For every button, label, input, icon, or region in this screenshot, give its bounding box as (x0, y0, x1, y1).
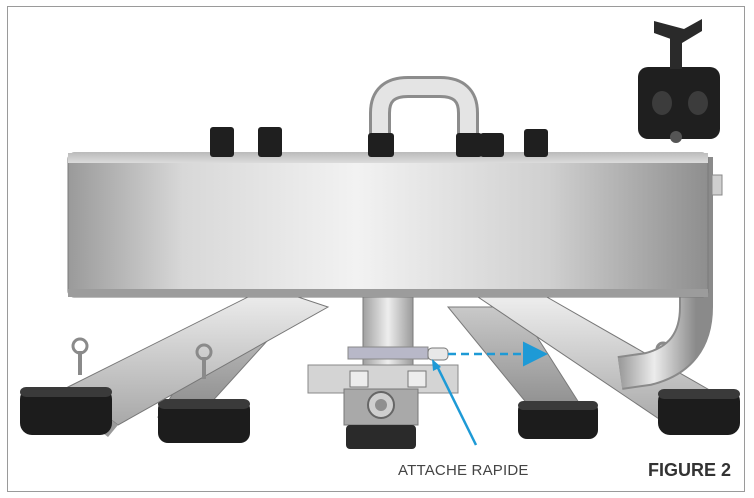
figure-caption: FIGURE 2 (648, 460, 732, 480)
u-handle-icon (368, 76, 482, 157)
side-pipe (617, 157, 723, 390)
top-knobs (210, 127, 548, 157)
leg-front-left (20, 286, 330, 437)
top-knob-4 (524, 129, 548, 157)
equipment-illustration (20, 19, 740, 449)
top-knob-1 (210, 127, 234, 157)
callout-leader-line (434, 363, 478, 446)
center-post (307, 296, 459, 449)
rubber-foot-back-right (518, 401, 598, 439)
leg-back-right (446, 306, 598, 439)
top-knob-3 (480, 133, 504, 157)
clamp-knob-icon (638, 19, 720, 143)
rubber-foot-back-left (158, 399, 250, 443)
top-knob-2 (258, 127, 282, 157)
drum-body (67, 152, 709, 298)
leg-front-right (476, 291, 740, 435)
figure-frame: ATTACHE RAPIDE FIGURE 2 (7, 6, 745, 492)
rubber-foot-front-left (20, 387, 112, 435)
callout-label: ATTACHE RAPIDE (398, 462, 529, 479)
rubber-foot-front-right (658, 389, 740, 435)
